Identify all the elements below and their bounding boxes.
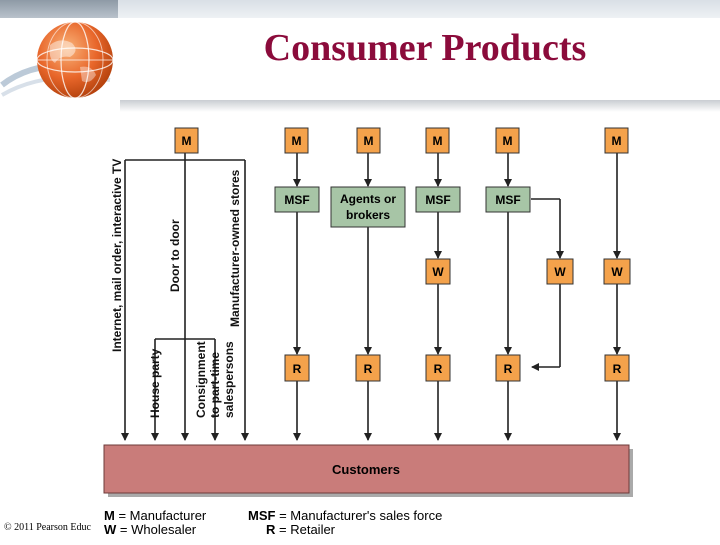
retailer-node: R — [425, 354, 451, 382]
agents-brokers-node: Agents or brokers — [330, 186, 406, 228]
retailer-node: R — [495, 354, 521, 382]
retailer-nodes: R R R R R — [284, 354, 630, 382]
retailer-node: R — [284, 354, 310, 382]
manufacturer-node: M — [425, 127, 450, 154]
manufacturer-node: M — [284, 127, 309, 154]
msf-node: MSF — [485, 186, 531, 213]
svg-text:M: M — [503, 134, 513, 148]
direct-channel-lines — [121, 153, 249, 441]
svg-text:MSF: MSF — [284, 193, 309, 207]
svg-text:M: M — [364, 134, 374, 148]
wholesaler-nodes: W W W — [425, 258, 631, 285]
manufacturer-nodes: M M M M M M — [174, 127, 629, 154]
manufacturer-node: M — [495, 127, 520, 154]
svg-text:R: R — [293, 362, 302, 376]
title-underline — [120, 100, 720, 112]
svg-text:R: R — [364, 362, 373, 376]
channel-diagram: M M M M M M — [100, 118, 658, 540]
svg-text:R: R — [434, 362, 443, 376]
legend-wholesaler: W = Wholesaler — [104, 522, 197, 537]
svg-text:M: M — [612, 134, 622, 148]
manufacturer-node: M — [174, 127, 199, 154]
customers-label: Customers — [332, 462, 400, 477]
door-to-door-label: Door to door — [168, 219, 182, 292]
sales-force-nodes: MSF Agents or brokers MSF MSF — [274, 186, 531, 228]
consignment-label-line2: to part-time — [208, 352, 222, 418]
customers-box: Customers — [103, 444, 633, 497]
svg-text:W: W — [611, 265, 623, 279]
top-banner-accent — [0, 0, 118, 18]
svg-text:M: M — [292, 134, 302, 148]
svg-text:W: W — [432, 265, 444, 279]
svg-text:brokers: brokers — [346, 208, 390, 222]
svg-text:MSF: MSF — [495, 193, 520, 207]
consignment-label-line1: Consignment — [194, 341, 208, 418]
internet-channel-label: Internet, mail order, interactive TV — [110, 159, 124, 352]
retailer-node: R — [355, 354, 381, 382]
manufacturer-node: M — [604, 127, 629, 154]
svg-text:R: R — [613, 362, 622, 376]
retailer-node: R — [604, 354, 630, 382]
copyright-notice: © 2011 Pearson Educ — [4, 522, 91, 533]
svg-text:MSF: MSF — [425, 193, 450, 207]
channel-diagram-svg: M M M M M M — [103, 127, 633, 497]
page-title: Consumer Products — [263, 27, 587, 69]
manufacturer-stores-label: Manufacturer-owned stores — [228, 169, 242, 327]
wholesaler-node: W — [425, 258, 451, 285]
svg-text:W: W — [554, 265, 566, 279]
indirect-channel-lines — [293, 153, 621, 441]
msf-node: MSF — [274, 186, 320, 213]
channel-labels: Internet, mail order, interactive TV Doo… — [110, 159, 242, 418]
msf-node: MSF — [415, 186, 461, 213]
legend-retailer: R = Retailer — [266, 522, 336, 537]
globe-logo — [0, 21, 114, 99]
svg-text:M: M — [182, 134, 192, 148]
legend-manufacturer: M = Manufacturer — [104, 508, 207, 523]
wholesaler-node: W — [546, 258, 574, 285]
svg-text:Agents or: Agents or — [340, 192, 396, 206]
wholesaler-node: W — [603, 258, 631, 285]
svg-text:M: M — [433, 134, 443, 148]
consignment-label-line3: salespersons — [222, 341, 236, 418]
house-party-label: House party — [148, 348, 162, 418]
top-banner — [0, 0, 720, 18]
manufacturer-node: M — [356, 127, 381, 154]
svg-text:R: R — [504, 362, 513, 376]
legend-sales-force: MSF = Manufacturer's sales force — [248, 508, 443, 523]
